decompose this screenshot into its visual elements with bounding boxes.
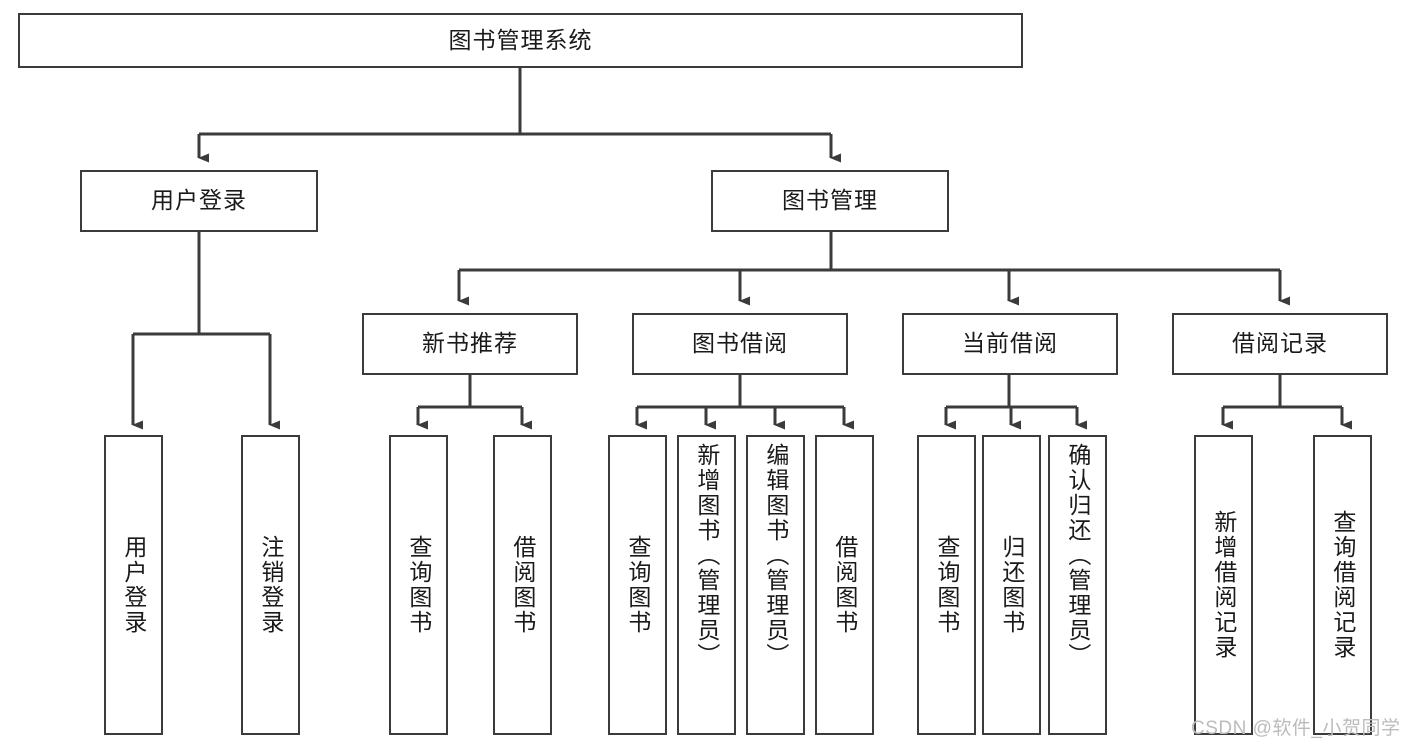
node-leaf-add-book-admin-label: 新增图书（管理员）: [693, 443, 720, 668]
node-root-system-label: 图书管理系统: [448, 26, 593, 53]
node-leaf-user-login[interactable]: 用户登录: [104, 435, 163, 735]
node-leaf-query-book-borrow-label: 查询图书: [624, 535, 651, 635]
node-leaf-add-book-admin[interactable]: 新增图书（管理员）: [677, 435, 736, 735]
node-leaf-add-borrow-record-label: 新增借阅记录: [1210, 510, 1237, 660]
node-leaf-query-book-current[interactable]: 查询图书: [917, 435, 976, 735]
node-leaf-logout-label: 注销登录: [257, 535, 284, 635]
node-leaf-return-book[interactable]: 归还图书: [982, 435, 1041, 735]
node-leaf-logout[interactable]: 注销登录: [241, 435, 300, 735]
node-leaf-edit-book-admin-label: 编辑图书（管理员）: [762, 443, 789, 668]
node-new-book-recommend[interactable]: 新书推荐: [362, 313, 578, 375]
node-new-book-recommend-label: 新书推荐: [422, 330, 518, 357]
node-leaf-query-borrow-record[interactable]: 查询借阅记录: [1313, 435, 1372, 735]
node-leaf-user-login-label: 用户登录: [120, 535, 147, 635]
node-borrow-record[interactable]: 借阅记录: [1172, 313, 1388, 375]
watermark-credit: CSDN @软件_小贺同学: [1191, 718, 1401, 739]
node-leaf-borrow-book[interactable]: 借阅图书: [815, 435, 874, 735]
node-leaf-query-book-recommend-label: 查询图书: [405, 535, 432, 635]
node-user-login[interactable]: 用户登录: [80, 170, 318, 232]
node-leaf-add-borrow-record[interactable]: 新增借阅记录: [1194, 435, 1253, 735]
node-leaf-query-book-current-label: 查询图书: [933, 535, 960, 635]
node-book-borrow[interactable]: 图书借阅: [632, 313, 848, 375]
node-leaf-edit-book-admin[interactable]: 编辑图书（管理员）: [746, 435, 805, 735]
node-current-borrow-label: 当前借阅: [962, 330, 1058, 357]
node-leaf-borrow-book-label: 借阅图书: [831, 535, 858, 635]
node-leaf-query-book-recommend[interactable]: 查询图书: [389, 435, 448, 735]
node-root-system[interactable]: 图书管理系统: [18, 13, 1023, 68]
node-leaf-query-book-borrow[interactable]: 查询图书: [608, 435, 667, 735]
node-leaf-query-borrow-record-label: 查询借阅记录: [1329, 510, 1356, 660]
node-leaf-return-book-label: 归还图书: [998, 535, 1025, 635]
node-current-borrow[interactable]: 当前借阅: [902, 313, 1118, 375]
node-leaf-confirm-return-admin[interactable]: 确认归还（管理员）: [1048, 435, 1107, 735]
node-leaf-borrow-book-recommend-label: 借阅图书: [509, 535, 536, 635]
node-borrow-record-label: 借阅记录: [1232, 330, 1328, 357]
node-leaf-borrow-book-recommend[interactable]: 借阅图书: [493, 435, 552, 735]
node-book-management[interactable]: 图书管理: [711, 170, 949, 232]
node-book-borrow-label: 图书借阅: [692, 330, 788, 357]
node-user-login-label: 用户登录: [151, 187, 247, 214]
node-leaf-confirm-return-admin-label: 确认归还（管理员）: [1064, 443, 1091, 668]
node-book-management-label: 图书管理: [782, 187, 878, 214]
